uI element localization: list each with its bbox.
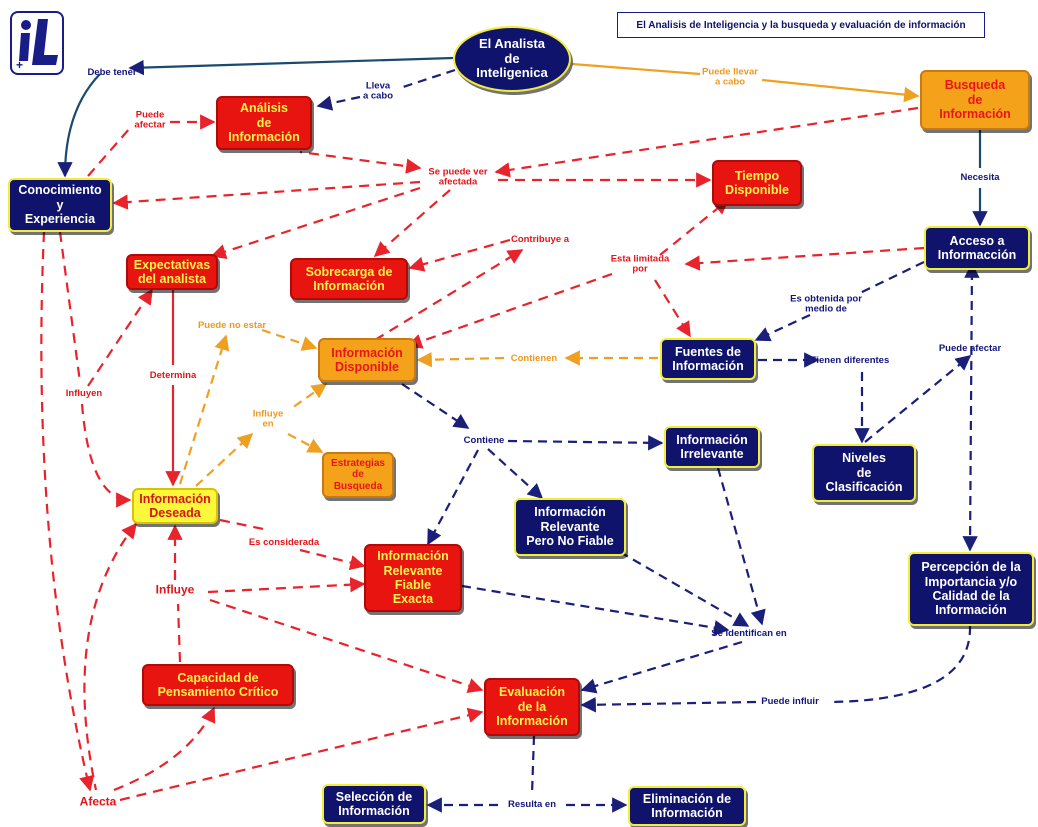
node-expectativas[interactable]: Expectativas del analista [126, 254, 218, 290]
edge-deseada-puede-no [178, 334, 230, 485]
node-analisis[interactable]: Análisis de Información [216, 96, 312, 150]
edge-conocimiento-influyen [58, 231, 82, 383]
edge-evaluacion-resulta [530, 735, 536, 795]
edge-influye-fiable [207, 577, 366, 594]
node-fiable[interactable]: Información Relevante Fiable Exacta [364, 544, 462, 612]
edge-contiene-irrelevante [507, 435, 664, 451]
node-disponible[interactable]: Información Disponible [318, 338, 416, 382]
node-conocimiento[interactable]: Conocimiento y Experiencia [8, 178, 112, 232]
link-tienen-diferentes: Tienen diferentes [810, 354, 890, 366]
link-puede-afectar-2: Puede afectar [938, 342, 1002, 354]
edge-analista-debe-tener [128, 56, 454, 76]
edge-afecta-evaluacion [119, 707, 484, 802]
edge-nofiable-identifican [619, 551, 750, 627]
edge-deseada-es-considerada [219, 518, 269, 532]
edge-contiene-fiable [427, 449, 479, 546]
edge-busqueda-se-puede [494, 106, 919, 178]
node-percepcion[interactable]: Percepción de la Importancia y/o Calidad… [908, 552, 1034, 626]
link-determina: Determina [149, 369, 197, 381]
node-relevante-no-fiable[interactable]: Información Relevante Pero No Fiable [514, 498, 626, 556]
edge-niveles-puede-afectar [864, 355, 972, 443]
node-evaluacion[interactable]: Evaluación de la Información [484, 678, 580, 736]
edge-influyen-expectativas [87, 288, 153, 387]
link-lleva-a-cabo: Lleva a cabo [362, 80, 394, 102]
node-estrategias[interactable]: Estrategias de Busqueda [322, 452, 394, 498]
edge-esta-limitada-fuentes [654, 279, 691, 338]
edge-afecta-capacidad [113, 706, 216, 792]
link-obtenida: Es obtenida por medio de [790, 293, 862, 315]
link-necesita: Necesita [960, 171, 1000, 183]
link-contribuye: Contribuye a [510, 233, 570, 245]
edge-disponible-contribuye [374, 249, 524, 341]
edge-influye-en-estrategias [287, 433, 324, 453]
edge-contribuye-sobrecarga [408, 238, 511, 272]
link-se-puede-ver: Se puede ver afectada [428, 166, 488, 188]
edge-se-puede-analisis [299, 150, 422, 174]
node-busqueda[interactable]: Busqueda de Información [920, 70, 1030, 130]
link-es-considerada: Es considerada [248, 536, 320, 548]
node-deseada[interactable]: Información Deseada [132, 488, 218, 524]
edge-se-puede-expectativas [210, 186, 421, 260]
link-afecta: Afecta [79, 794, 117, 809]
edge-se-puede-conocimiento [112, 180, 421, 210]
link-influye: Influye [155, 582, 195, 597]
node-tiempo[interactable]: Tiempo Disponible [712, 160, 802, 206]
link-contienen: Contienen [510, 352, 558, 364]
node-acceso[interactable]: Acceso a Informacción [924, 226, 1030, 270]
link-influyen: Influyen [65, 387, 103, 399]
link-puede-afectar: Puede afectar [134, 109, 166, 131]
node-capacidad[interactable]: Capacidad de Pensamiento Crítico [142, 664, 294, 706]
link-puede-influir: Puede influir [761, 695, 819, 707]
edge-percepcion-puede-influir [829, 625, 972, 704]
il-logo-graphic: + [16, 19, 58, 72]
link-puede-llevar: Puede llevar a cabo [702, 66, 758, 88]
edge-puede-influir-evaluacion [580, 697, 757, 713]
link-influye-en: Influye en [252, 408, 284, 430]
node-sobrecarga[interactable]: Sobrecarga de Información [290, 258, 408, 300]
node-fuentes[interactable]: Fuentes de Información [660, 338, 756, 380]
link-contiene: Contiene [463, 434, 505, 446]
edge-conocimiento-afecta [40, 231, 95, 792]
edge-analista-puede-llevar [571, 62, 701, 76]
edge-esta-limitada-disponible [406, 272, 613, 349]
node-irrelevante[interactable]: Información Irrelevante [664, 426, 760, 468]
node-niveles[interactable]: Niveles de Clasificación [812, 444, 916, 502]
svg-text:+: + [16, 58, 23, 72]
link-debe-tener: Debe tener [87, 66, 137, 78]
edge-acceso-esta-limitada [684, 246, 925, 271]
il-logo-icon: + [10, 11, 64, 75]
link-esta-limitada: Esta limitada por [610, 253, 670, 275]
edge-puede-no-disponible [261, 328, 318, 351]
edge-influye-evaluacion [209, 598, 484, 693]
edge-es-considerada-fiable [299, 548, 366, 571]
edge-acceso-obtenida [859, 261, 925, 294]
node-seleccion[interactable]: Selección de Información [322, 784, 426, 824]
edge-influyen-deseada [80, 403, 132, 508]
edge-capacidad-influye [176, 603, 182, 663]
edge-conocimiento-puede-afectar [87, 127, 131, 177]
node-analista[interactable]: El Analista de Inteligenica [453, 26, 571, 92]
link-se-identifican: Se identifican en [711, 627, 787, 639]
edge-debe-tener-conocimiento [57, 73, 101, 178]
edge-disponible-influye-en [291, 383, 328, 409]
node-eliminacion[interactable]: Eliminación de Información [628, 786, 746, 826]
diagram-title: El Analisis de Inteligencia y la busqued… [617, 12, 985, 38]
edge-esta-limitada-tiempo [659, 199, 730, 256]
link-puede-no-estar: Puede no estar [197, 319, 267, 331]
edge-deseada-afecta [83, 522, 137, 791]
edge-puede-llevar-busqueda [761, 78, 920, 103]
link-resulta-en: Resulta en [507, 798, 557, 810]
edge-obtenida-fuentes [754, 314, 811, 342]
edge-irrelevante-identifican [716, 467, 766, 626]
edge-disponible-contiene [401, 383, 470, 429]
edge-percepcion-acceso [962, 262, 980, 552]
edge-lleva-analisis [316, 95, 361, 111]
edge-contienen-disponible [416, 351, 505, 368]
edge-identifican-evaluacion [580, 640, 743, 694]
edge-contiene-nofiable [487, 448, 544, 500]
edge-deseada-influye-en [195, 432, 254, 487]
edge-analista-lleva [399, 68, 456, 90]
